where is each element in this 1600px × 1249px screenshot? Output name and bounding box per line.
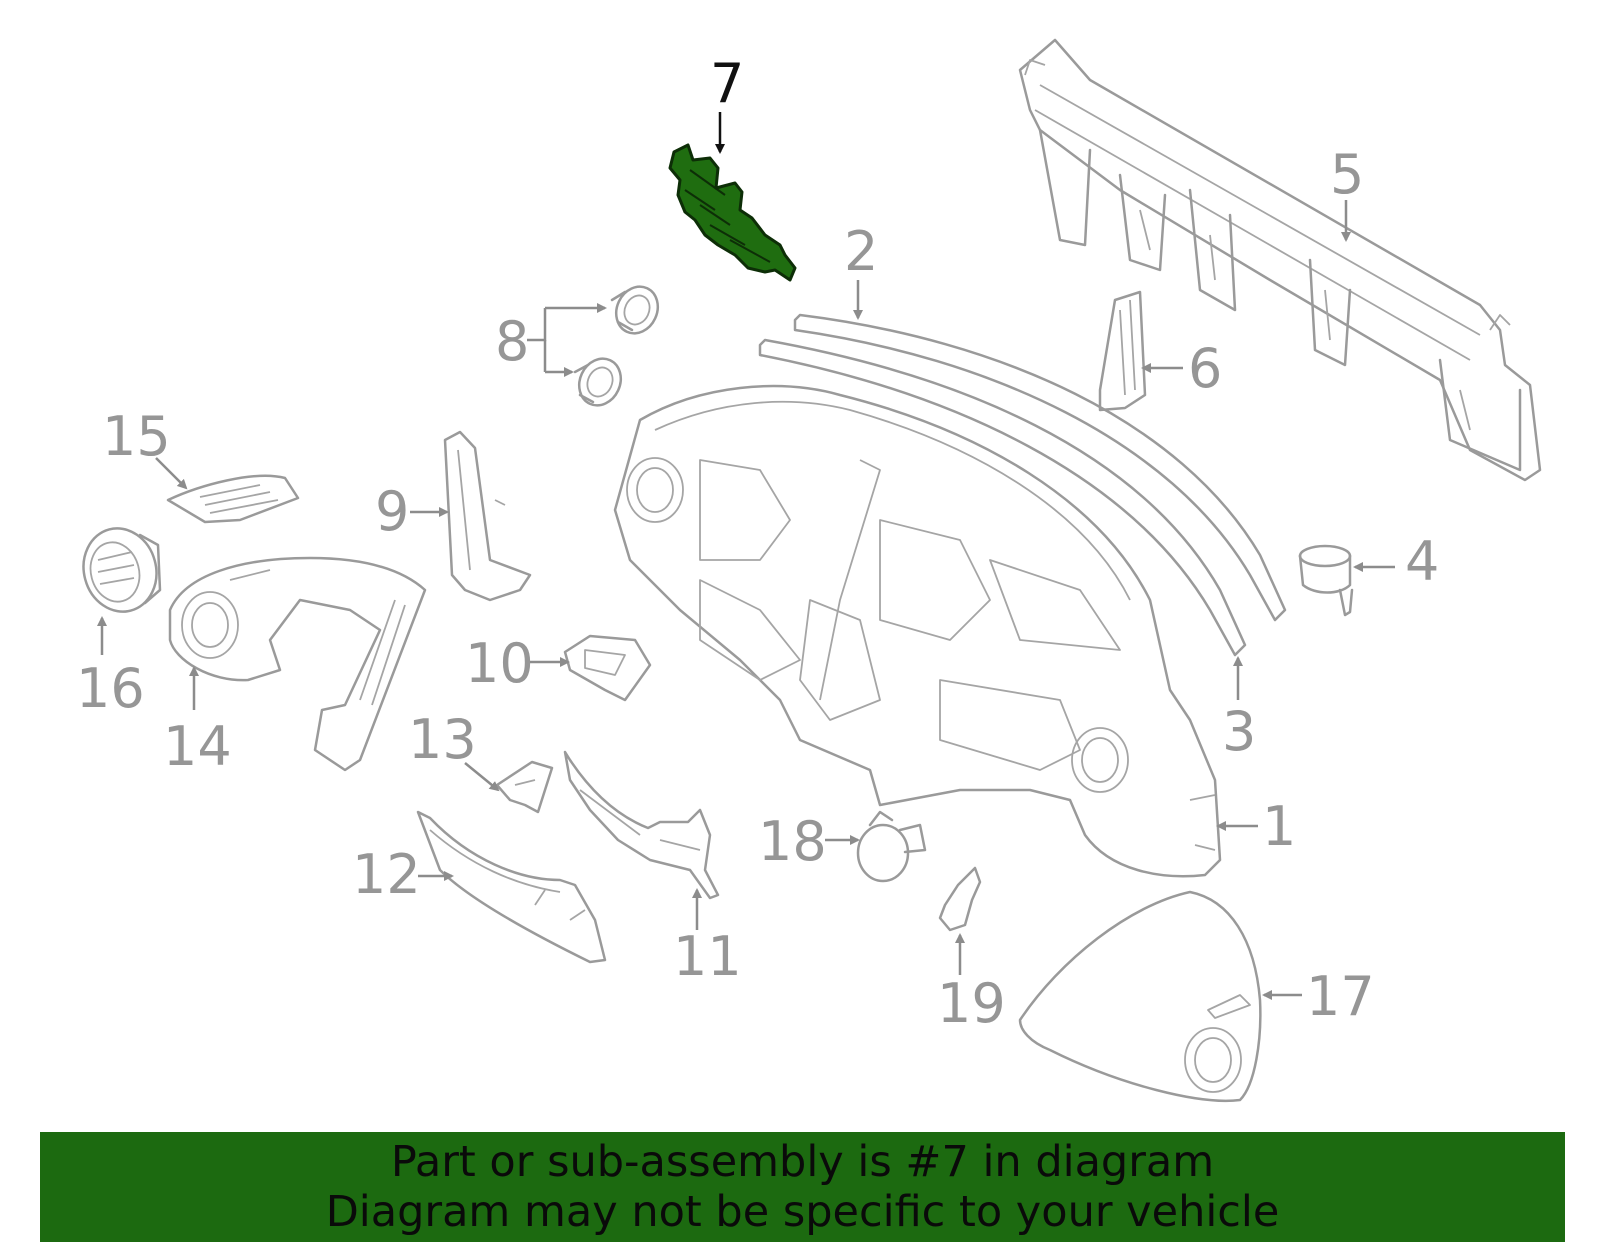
part-8-bushings[interactable] <box>572 280 666 412</box>
callout-label: 2 <box>844 220 878 283</box>
callout-label: 8 <box>495 310 529 373</box>
callout-16[interactable]: 16 <box>76 616 145 720</box>
callout-label: 14 <box>163 715 232 778</box>
callout-label: 17 <box>1306 965 1375 1028</box>
callout-19[interactable]: 19 <box>937 933 1006 1035</box>
part-3-defroster-strip[interactable] <box>758 338 1247 657</box>
callout-4[interactable]: 4 <box>1353 530 1439 593</box>
part-6-bracket[interactable] <box>1098 290 1147 412</box>
callout-label: 19 <box>937 972 1006 1035</box>
callout-label: 11 <box>673 925 742 988</box>
callout-label: 16 <box>76 657 145 720</box>
part-10-bezel[interactable] <box>563 634 652 702</box>
callout-label: 5 <box>1330 143 1364 206</box>
callout-13[interactable]: 13 <box>408 708 500 792</box>
part-2-defroster-strip[interactable] <box>793 313 1287 622</box>
callout-2[interactable]: 2 <box>844 220 878 320</box>
callout-17[interactable]: 17 <box>1262 965 1375 1028</box>
banner-line-1: Part or sub-assembly is #7 in diagram <box>390 1137 1215 1187</box>
part-11-lower-bracket[interactable] <box>563 750 720 900</box>
callout-label: 9 <box>375 480 409 543</box>
part-19-clip[interactable] <box>938 866 982 932</box>
callout-7[interactable]: 7 <box>710 52 744 154</box>
part-7-reinforcement-highlighted[interactable] <box>668 143 797 282</box>
part-1-instrument-panel[interactable] <box>613 384 1222 878</box>
part-9-trim-panel[interactable] <box>443 430 532 602</box>
part-17-glove-box-door[interactable] <box>1018 890 1262 1102</box>
part-4-cap[interactable] <box>1298 544 1354 617</box>
callout-15[interactable]: 15 <box>102 405 188 490</box>
callout-9[interactable]: 9 <box>375 480 449 543</box>
part-13-clip[interactable] <box>495 760 554 814</box>
part-5-cross-car-beam[interactable] <box>1018 38 1542 482</box>
callout-label: 18 <box>758 810 827 873</box>
callout-11[interactable]: 11 <box>673 888 742 988</box>
callout-3[interactable]: 3 <box>1222 656 1256 763</box>
banner-line-2: Diagram may not be specific to your vehi… <box>325 1187 1280 1237</box>
callout-label: 13 <box>408 708 477 771</box>
part-16-round-vent[interactable] <box>74 520 165 620</box>
part-15-vent-grille[interactable] <box>166 474 300 524</box>
callout-label: 7 <box>710 52 744 115</box>
callout-18[interactable]: 18 <box>758 810 860 873</box>
callout-label: 10 <box>465 632 534 695</box>
part-14-cluster-bezel[interactable] <box>168 556 427 772</box>
callout-label: 4 <box>1405 530 1439 593</box>
callout-label: 15 <box>102 405 171 468</box>
part-12-lower-panel[interactable] <box>416 810 607 964</box>
callout-14[interactable]: 14 <box>163 666 232 778</box>
callout-label: 12 <box>352 843 421 906</box>
callout-12[interactable]: 12 <box>352 843 454 906</box>
callout-label: 6 <box>1188 337 1222 400</box>
callout-label: 1 <box>1262 795 1296 858</box>
callout-6[interactable]: 6 <box>1141 337 1222 400</box>
callout-10[interactable]: 10 <box>465 632 570 695</box>
part-18-grommet[interactable] <box>856 810 927 883</box>
callout-1[interactable]: 1 <box>1216 795 1296 858</box>
callout-8[interactable]: 8 <box>495 303 607 377</box>
callout-label: 3 <box>1222 700 1256 763</box>
callout-5[interactable]: 5 <box>1330 143 1364 242</box>
info-banner: Part or sub-assembly is #7 in diagram Di… <box>40 1132 1565 1242</box>
